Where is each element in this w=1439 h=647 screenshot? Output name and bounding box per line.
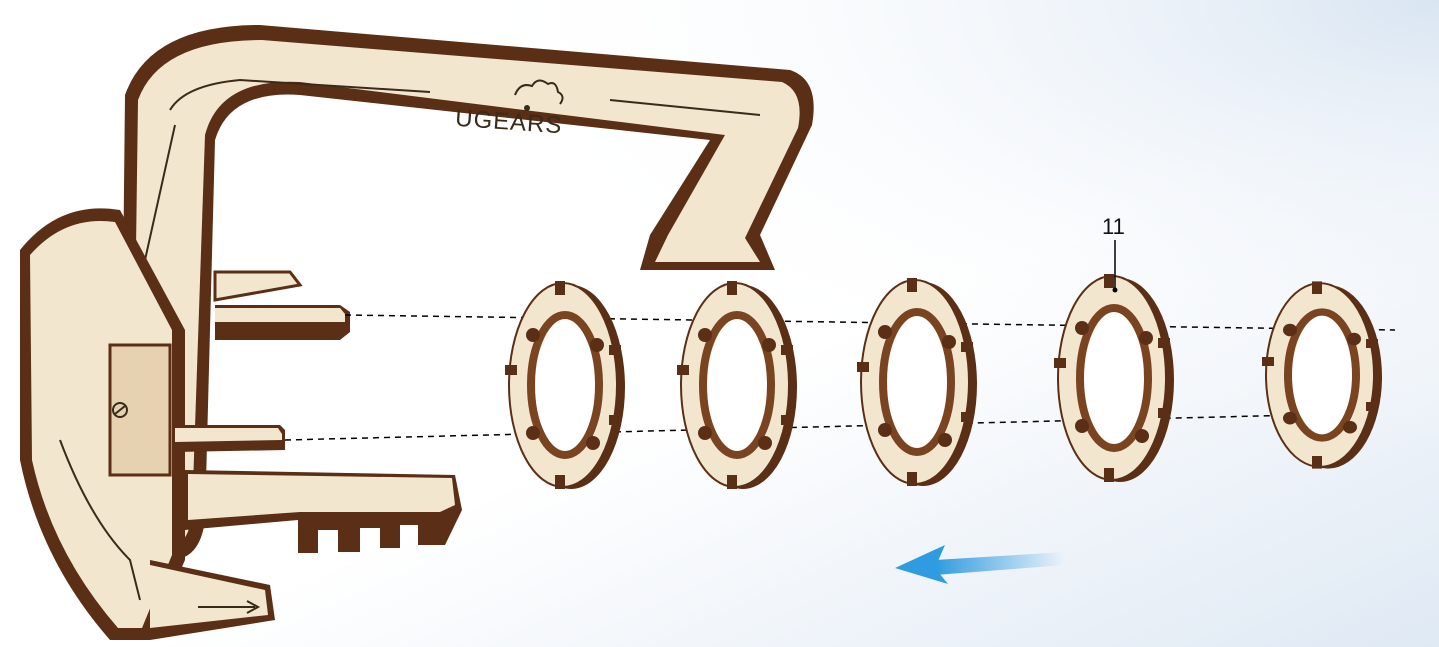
part-number-label: 11 (1102, 214, 1125, 239)
